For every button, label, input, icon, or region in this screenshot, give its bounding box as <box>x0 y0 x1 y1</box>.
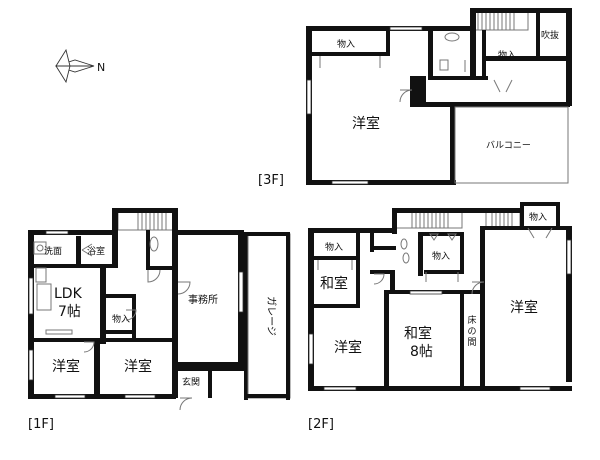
1f-ldk-label: LDK <box>54 286 83 302</box>
3f-storage-center-label: 物入 <box>498 49 516 61</box>
2f-tokonoma-label: 床 の 間 <box>467 314 476 348</box>
floor-1f: 洗面 浴室 LDK 7帖 物入 事務所 ガレージ 洋室 洋室 玄関 [1F] <box>28 208 291 432</box>
1f-western-left-label: 洋室 <box>52 358 80 375</box>
2f-western-left-label: 洋室 <box>334 339 362 356</box>
stairs-1f <box>117 211 175 231</box>
1f-office-label: 事務所 <box>188 293 218 306</box>
3f-storage-top-label: 物入 <box>337 38 355 50</box>
1f-floor-label: [1F] <box>28 417 54 432</box>
1f-bathroom-label: 浴室 <box>87 245 105 257</box>
1f-storage-label: 物入 <box>112 313 130 325</box>
stairs-2f <box>395 211 521 229</box>
2f-washitsu-label: 和室 <box>404 325 432 342</box>
1f-washroom-label: 洗面 <box>44 245 62 257</box>
svg-text:の: の <box>467 327 476 337</box>
2f-storage-right-label: 物入 <box>529 211 547 223</box>
floor-3f: 物入 物入 吹抜 洋室 バルコニー [3F] <box>258 8 572 188</box>
svg-text:床: 床 <box>467 314 476 326</box>
compass-north-label: N <box>97 61 105 74</box>
svg-text:間: 間 <box>467 337 476 348</box>
2f-washitsu-small-label: 和室 <box>320 275 348 292</box>
compass: N <box>55 48 105 84</box>
1f-entrance-label: 玄関 <box>182 376 200 388</box>
2f-floor-label: [2F] <box>308 417 334 432</box>
2f-washitsu-size-label: 8帖 <box>410 344 433 360</box>
1f-western-mid-label: 洋室 <box>124 358 152 375</box>
stairs-3f <box>473 11 529 31</box>
2f-western-right-label: 洋室 <box>510 299 538 316</box>
2f-storage-left-label: 物入 <box>325 241 343 253</box>
3f-balcony-label: バルコニー <box>486 140 531 151</box>
2f-storage-mid-label: 物入 <box>432 250 450 262</box>
3f-atrium-label: 吹抜 <box>541 29 559 41</box>
3f-western-label: 洋室 <box>352 115 380 132</box>
1f-ldk-size-label: 7帖 <box>58 304 81 320</box>
floor-2f: 物入 和室 物入 物入 洋室 洋室 和室 8帖 床 の 間 [2F] <box>308 202 572 432</box>
1f-garage-label: ガレージ <box>265 296 277 336</box>
3f-floor-label: [3F] <box>258 173 284 188</box>
